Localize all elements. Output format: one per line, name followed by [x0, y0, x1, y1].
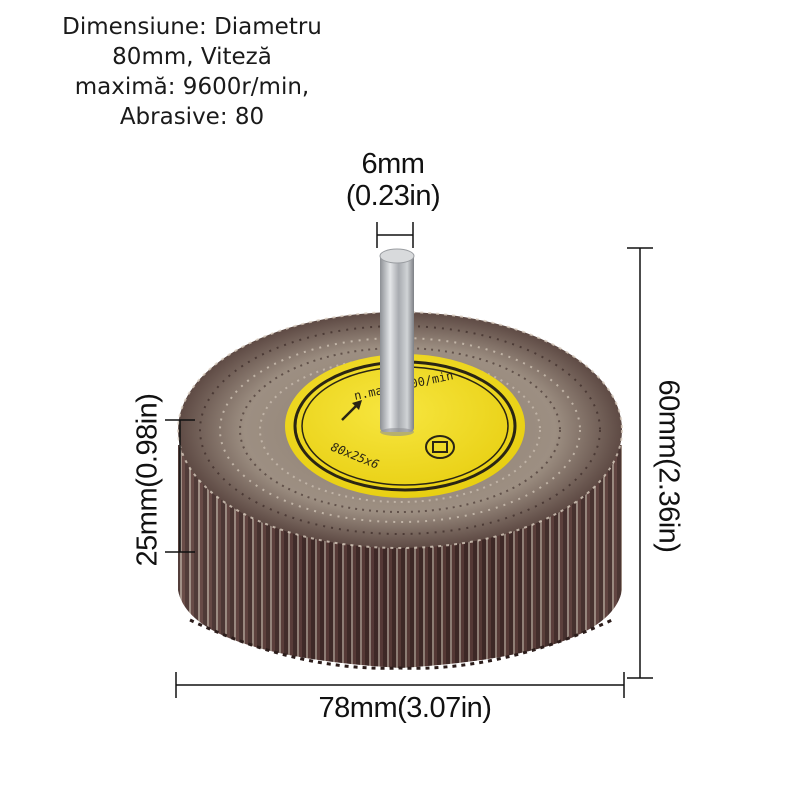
dimension-lines — [165, 222, 653, 698]
shaft — [379, 248, 415, 436]
spec-line: Dimensiune: Diametru — [62, 14, 322, 40]
total-height-label: 60mm(2.36in) — [652, 379, 685, 553]
spec-line: 80mm, Viteză — [112, 44, 272, 70]
shaft-diameter-mm: 6mm — [361, 148, 425, 180]
rotation-arrow-icon — [341, 400, 362, 421]
diameter-label: 78mm(3.07in) — [318, 692, 492, 724]
spec-line: maximă: 9600r/min, — [74, 74, 310, 100]
brand-logo-icon — [425, 435, 455, 459]
shaft-diameter-label: 6mm (0.23in) — [318, 148, 468, 212]
spec-description: Dimensiune: Diametru 80mm, Viteză maximă… — [22, 12, 362, 132]
width-label: 25mm(0.98in) — [131, 393, 164, 567]
spec-line: Abrasive: 80 — [119, 104, 265, 130]
shaft-diameter-in: (0.23in) — [345, 180, 441, 212]
